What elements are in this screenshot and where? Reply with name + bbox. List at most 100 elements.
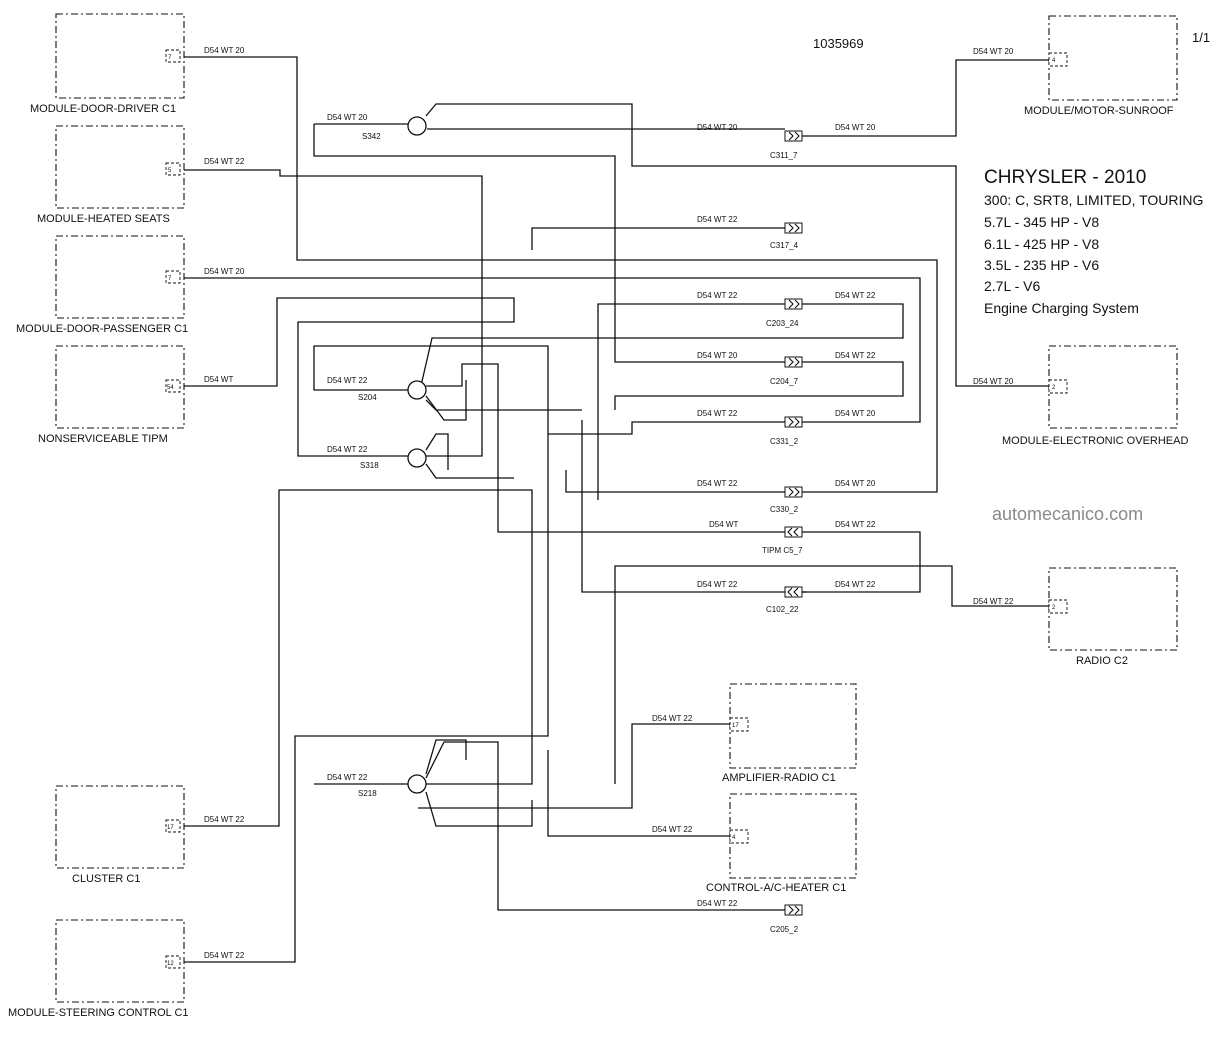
- wire-label: D54 WT 20: [204, 46, 245, 55]
- pin-box: [165, 379, 181, 393]
- info-line: 3.5L - 235 HP - V6: [984, 257, 1099, 273]
- module-door-passenger: 7 MODULE-DOOR-PASSENGER C1: [16, 235, 188, 335]
- module-label: MODULE/MOTOR-SUNROOF: [1024, 105, 1174, 117]
- connector-tipm-c5: TIPM C5_7: [762, 526, 803, 555]
- modules: 7 MODULE-DOOR-DRIVER C1 5 MODULE-HEATED …: [8, 13, 1188, 1019]
- pin-box: [165, 49, 181, 63]
- connector-label: TIPM C5_7: [762, 546, 803, 555]
- connector-label: C330_2: [770, 505, 799, 514]
- wire-label: D54 WT 22: [652, 825, 693, 834]
- module-electronic-overhead: 2 MODULE-ELECTRONIC OVERHEAD: [1002, 345, 1188, 447]
- wire-label: D54 WT 22: [835, 291, 876, 300]
- pin-box: [1048, 52, 1068, 67]
- wire-label: D54 WT 22: [327, 376, 368, 385]
- wire-label: D54 WT 22: [204, 157, 245, 166]
- connector-c203: C203_24: [766, 298, 803, 328]
- info-line: 6.1L - 425 HP - V8: [984, 236, 1099, 252]
- pin-number: 2: [1052, 605, 1056, 611]
- pin-number: 12: [167, 961, 174, 967]
- module-motor-sunroof: 4 MODULE/MOTOR-SUNROOF: [1024, 15, 1178, 117]
- pin-box: [165, 955, 181, 969]
- module-label: AMPLIFIER-RADIO C1: [722, 772, 836, 784]
- module-label: MODULE-HEATED SEATS: [37, 213, 170, 225]
- wire-label: D54 WT 22: [697, 899, 738, 908]
- wire-label: D54 WT 20: [973, 377, 1014, 386]
- module-steering-control: 12 MODULE-STEERING CONTROL C1: [8, 919, 189, 1019]
- watermark: automecanico.com: [992, 504, 1143, 524]
- module-label: MODULE-DOOR-PASSENGER C1: [16, 323, 188, 335]
- wire-label: D54 WT 20: [835, 409, 876, 418]
- module-heated-seats: 5 MODULE-HEATED SEATS: [37, 125, 185, 225]
- wire-label: D54 WT 22: [697, 215, 738, 224]
- vehicle-title: CHRYSLER - 2010: [984, 167, 1146, 188]
- module-label: NONSERVICEABLE TIPM: [38, 433, 168, 445]
- wire-label: D54 WT 22: [697, 479, 738, 488]
- connector-label: C331_2: [770, 437, 799, 446]
- pin-number: 17: [732, 723, 739, 729]
- connector-c102: C102_22: [766, 586, 803, 614]
- module-radio-c2: 2 RADIO C2: [1048, 567, 1178, 667]
- wire-label: D54 WT 20: [204, 267, 245, 276]
- wire-label: D54 WT 22: [327, 445, 368, 454]
- module-label: CLUSTER C1: [72, 873, 140, 885]
- wire-label: D54 WT 20: [697, 123, 738, 132]
- wires: [184, 56, 1049, 963]
- diagram-id: 1035969: [813, 36, 864, 51]
- wire-labels: D54 WT 20 D54 WT 22 D54 WT 20 D54 WT D54…: [204, 46, 1014, 960]
- connector-label: C311_7: [770, 151, 798, 160]
- module-control-ac-heater: 4 CONTROL-A/C-HEATER C1: [706, 793, 857, 894]
- info-line: 300: C, SRT8, LIMITED, TOURING: [984, 192, 1203, 208]
- pin-box: [729, 829, 749, 844]
- connector-label: C317_4: [770, 241, 799, 250]
- pin-number: 4: [732, 835, 736, 841]
- wire-label: D54 WT 22: [204, 815, 245, 824]
- wire-label: D54 WT 22: [835, 520, 876, 529]
- pin-number: 54: [167, 385, 174, 391]
- connector-c317: C317_4: [770, 222, 803, 250]
- connector-c331: C331_2: [770, 416, 803, 446]
- connector-c330: C330_2: [770, 486, 803, 514]
- splice-label: S204: [358, 393, 377, 402]
- pin-number: 7: [168, 55, 172, 61]
- pin-number: 17: [167, 825, 174, 831]
- wire-label: D54 WT 20: [973, 47, 1014, 56]
- module-label: CONTROL-A/C-HEATER C1: [706, 882, 846, 894]
- connector-label: C205_2: [770, 925, 799, 934]
- wire-label: D54 WT: [709, 520, 738, 529]
- pin-number: 4: [1052, 58, 1056, 64]
- connector-label: C204_7: [770, 377, 799, 386]
- wire-label: D54 WT 22: [204, 951, 245, 960]
- wire-label: D54 WT 20: [697, 351, 738, 360]
- info-line: 5.7L - 345 HP - V8: [984, 214, 1099, 230]
- connector-label: C102_22: [766, 605, 799, 614]
- vehicle-info: 300: C, SRT8, LIMITED, TOURING 5.7L - 34…: [984, 192, 1203, 316]
- splice-s318: S318: [360, 448, 427, 470]
- pin-number: 2: [1052, 385, 1056, 391]
- splice-s218: S218: [358, 774, 427, 798]
- wire-label: D54 WT 22: [697, 409, 738, 418]
- pin-box: [729, 717, 749, 732]
- connector-label: C203_24: [766, 319, 799, 328]
- wire-label: D54 WT 22: [835, 580, 876, 589]
- connectors: C311_7 C317_4 C203_24 C204_7 C331_2 C330…: [762, 130, 803, 934]
- splice-s204: S204: [358, 380, 427, 402]
- module-label: MODULE-DOOR-DRIVER C1: [30, 103, 176, 115]
- info-line: Engine Charging System: [984, 300, 1139, 316]
- page-number: 1/1: [1192, 30, 1210, 45]
- wire-label: D54 WT 22: [652, 714, 693, 723]
- splice-s342: S342: [362, 116, 427, 141]
- wire-label: D54 WT 20: [835, 123, 876, 132]
- module-cluster: 17 CLUSTER C1: [55, 785, 185, 885]
- pin-box: [165, 819, 181, 833]
- splice-label: S218: [358, 789, 377, 798]
- connector-c204: C204_7: [770, 356, 803, 386]
- pin-box: [165, 270, 181, 284]
- wire-label: D54 WT: [204, 375, 233, 384]
- module-label: MODULE-STEERING CONTROL C1: [8, 1007, 189, 1019]
- pin-number: 5: [168, 168, 172, 174]
- wire-label: D54 WT 22: [973, 597, 1014, 606]
- splice-label: S318: [360, 461, 379, 470]
- pin-box: [1048, 599, 1068, 614]
- pin-number: 7: [168, 276, 172, 282]
